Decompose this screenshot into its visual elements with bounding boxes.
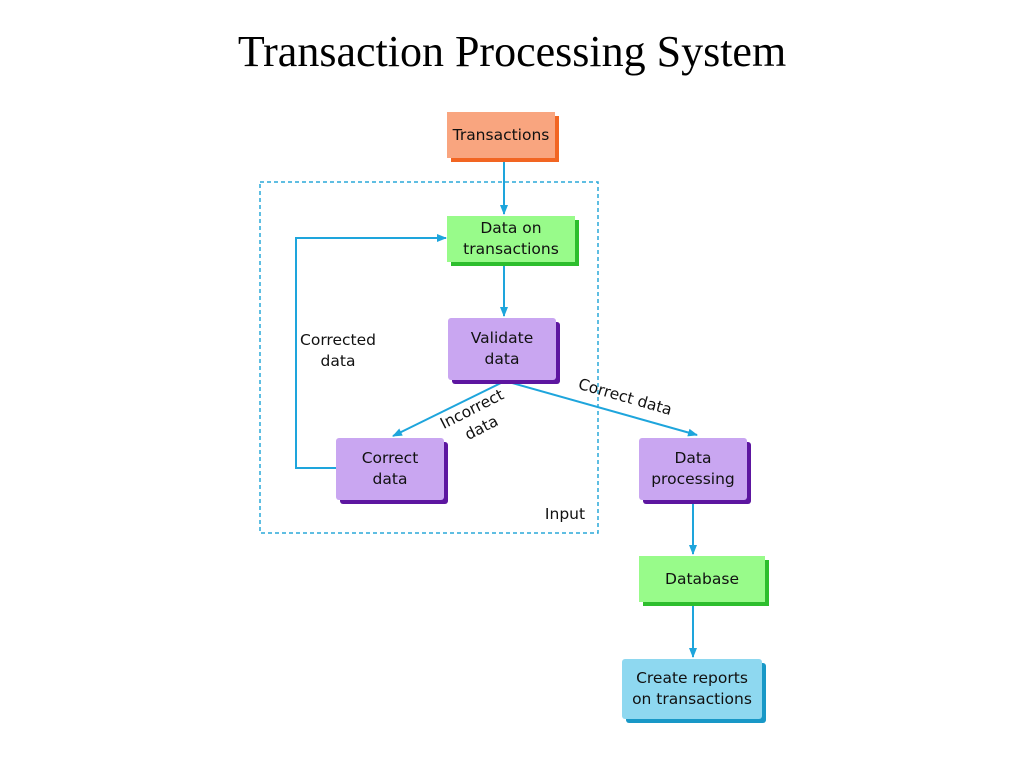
node-validate-data: Validate data [448, 318, 556, 380]
node-transactions-label: Transactions [452, 125, 550, 144]
node-data-processing: Data processing [639, 438, 747, 500]
node-data-processing-label: Data processing [651, 449, 735, 488]
node-database: Database [639, 556, 765, 602]
node-correct-data: Correct data [336, 438, 444, 500]
node-validate-data-label: Validate data [470, 329, 534, 368]
node-database-label: Database [665, 569, 739, 588]
page-title: Transaction Processing System [237, 27, 787, 76]
arrow-corrected-loop [295, 234, 447, 469]
input-group-border [259, 181, 599, 534]
arrow-validate-to-correct [392, 380, 506, 437]
node-transactions: Transactions [447, 112, 555, 158]
node-data-on-transactions-label: Data on transactions [463, 219, 559, 258]
node-correct-data-label: Correct data [361, 449, 419, 488]
node-create-reports-label: Create reports on transactions [632, 669, 752, 708]
arrow-validate-to-processing [504, 380, 698, 437]
node-data-on-transactions: Data on transactions [447, 216, 575, 262]
input-group-label: Input [544, 505, 586, 523]
edge-label-corrected-data: Corrected data [300, 331, 376, 370]
node-create-reports: Create reports on transactions [622, 659, 762, 719]
